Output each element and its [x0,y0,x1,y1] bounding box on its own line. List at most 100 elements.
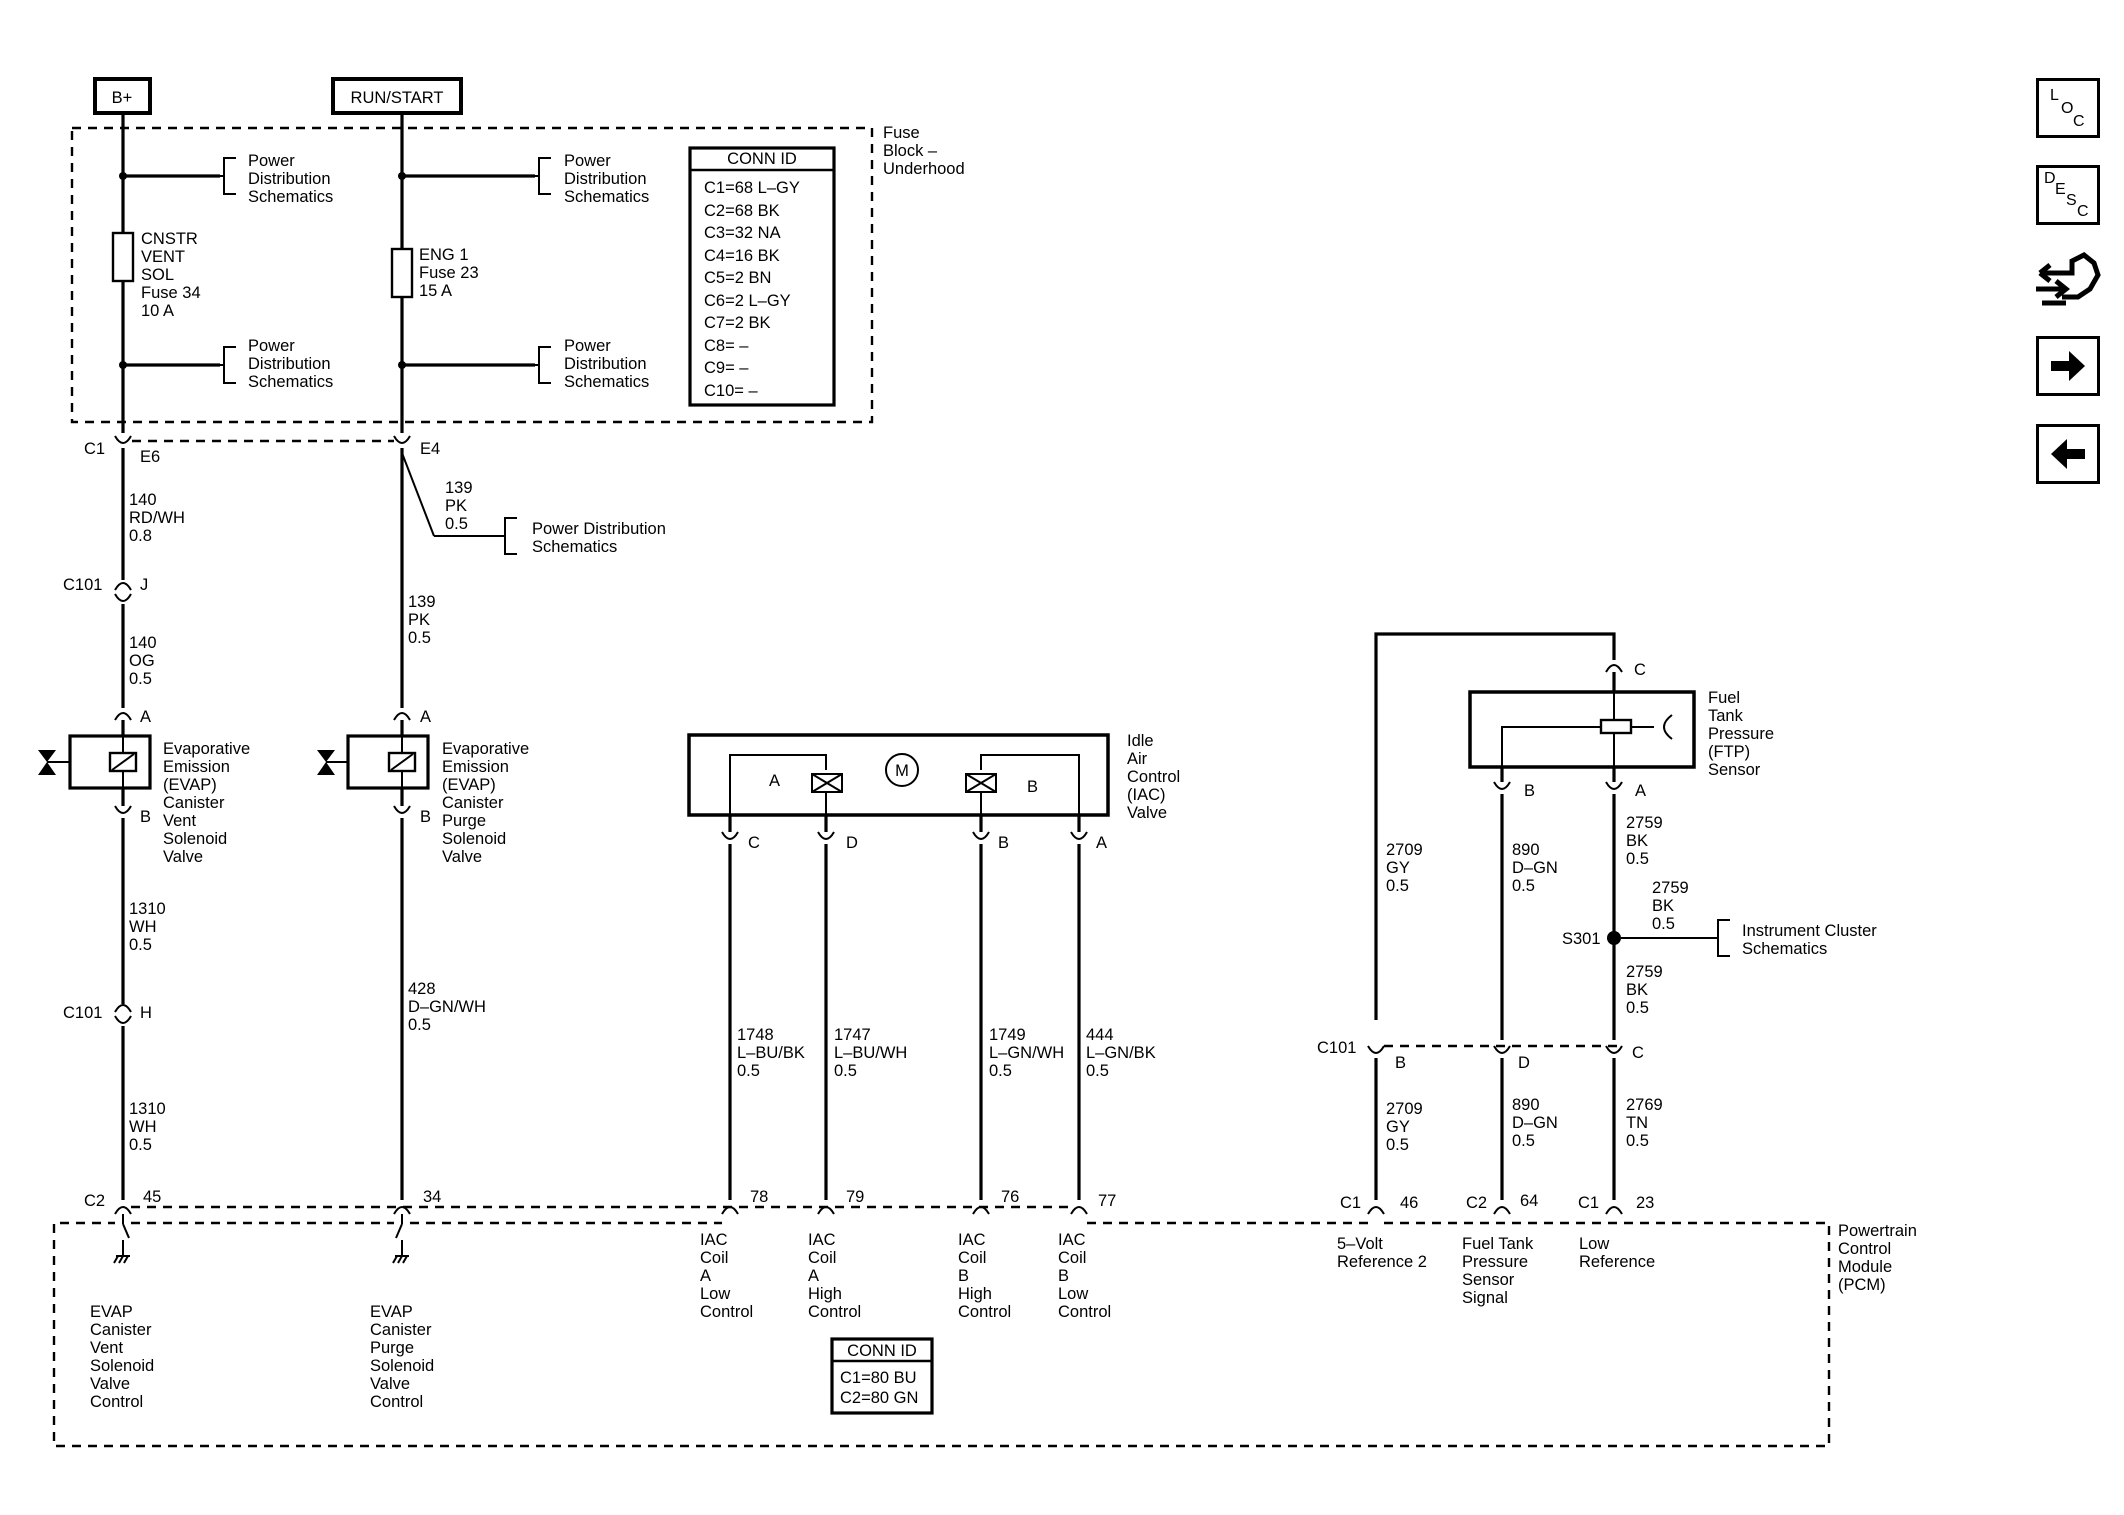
svg-text:444: 444 [1086,1026,1114,1044]
e6-label: E6 [140,448,160,466]
svg-text:L–BU/BK: L–BU/BK [737,1044,805,1062]
svg-text:0.5: 0.5 [129,1136,152,1154]
svg-text:Module: Module [1838,1258,1892,1276]
svg-text:C2=80 GN: C2=80 GN [840,1389,918,1407]
pcm-5v-reference: 5–Volt Reference 2 [1337,1235,1427,1271]
svg-text:CONN ID: CONN ID [727,150,797,168]
svg-text:L–BU/WH: L–BU/WH [834,1044,907,1062]
svg-text:Control: Control [370,1393,423,1411]
s301-label: S301 [1562,930,1601,948]
svg-text:Coil: Coil [700,1249,728,1267]
vent-solenoid-valve [38,734,152,790]
svg-text:Fuel Tank: Fuel Tank [1462,1235,1534,1253]
svg-text:OG: OG [129,652,155,670]
svg-text:RD/WH: RD/WH [129,509,185,527]
svg-text:Pressure: Pressure [1462,1253,1528,1271]
svg-text:(PCM): (PCM) [1838,1276,1886,1294]
purge-driver-switch [392,1214,409,1264]
svg-text:1310: 1310 [129,900,166,918]
wire-140-og: 140 OG 0.5 [129,634,157,688]
pcm-iac-b-low: IAC Coil B Low Control [1058,1231,1111,1321]
conn-id-table-bottom: CONN ID C1=80 BU C2=80 GN [830,1337,934,1415]
svg-text:IAC: IAC [1058,1231,1086,1249]
svg-text:Control: Control [1127,768,1180,786]
pcm-pin-77: 77 [1098,1192,1116,1210]
back-page-button[interactable] [2036,424,2100,484]
svg-text:PK: PK [408,611,430,629]
svg-text:Coil: Coil [958,1249,986,1267]
svg-text:Solenoid: Solenoid [442,830,506,848]
svg-text:IAC: IAC [700,1231,728,1249]
wire-139: 139 PK 0.5 [408,593,436,647]
svg-text:WH: WH [129,1118,157,1136]
svg-text:Distribution: Distribution [248,355,331,373]
desc-button[interactable]: D E S C [2036,165,2100,225]
svg-text:Evaporative: Evaporative [442,740,529,758]
pds-ref-4: Power Distribution Schematics [564,337,649,391]
svg-text:0.5: 0.5 [1386,877,1409,895]
wire-428: 428 D–GN/WH 0.5 [408,980,486,1034]
bplus-source: B+ [93,77,152,115]
svg-text:Pressure: Pressure [1708,725,1774,743]
svg-text:High: High [958,1285,992,1303]
svg-text:C2=68 BK: C2=68 BK [704,202,780,220]
svg-text:Reference: Reference [1579,1253,1655,1271]
svg-text:Fuse: Fuse [883,124,920,142]
svg-text:GY: GY [1386,859,1410,877]
svg-text:1747: 1747 [834,1026,871,1044]
loc-button[interactable]: L O C [2036,78,2100,138]
svg-text:Underhood: Underhood [883,160,965,178]
iac-pin-b: B [998,834,1009,852]
svg-text:Air: Air [1127,750,1148,768]
svg-text:Schematics: Schematics [1742,940,1827,958]
svg-text:C3=32 NA: C3=32 NA [704,224,781,242]
wire-890-b: 890 D–GN 0.5 [1512,1096,1558,1150]
svg-text:140: 140 [129,491,157,509]
ftp-pin-c: C [1634,661,1646,679]
h-label: H [140,1004,152,1022]
pds-ref-3: Power Distribution Schematics [248,337,333,391]
c1-label: C1 [84,440,105,458]
svg-text:Tank: Tank [1708,707,1744,725]
svg-text:Control: Control [1838,1240,1891,1258]
iac-valve-label: Idle Air Control (IAC) Valve [1127,732,1180,822]
svg-text:2709: 2709 [1386,1100,1423,1118]
pcm-iac-a-high: IAC Coil A High Control [808,1231,861,1321]
pcm-low-reference: Low Reference [1579,1235,1655,1271]
svg-text:Sensor: Sensor [1708,761,1761,779]
svg-text:C7=2 BK: C7=2 BK [704,314,771,332]
desc-letter-s: S [2066,192,2077,209]
svg-text:C8= –: C8= – [704,337,749,355]
svg-text:Coil: Coil [1058,1249,1086,1267]
pcm-pin-64: 64 [1520,1192,1538,1210]
svg-text:2759: 2759 [1626,963,1663,981]
svg-text:0.5: 0.5 [408,629,431,647]
svg-text:Schematics: Schematics [564,188,649,206]
purge-pin-b: B [420,808,431,826]
harness-view-button[interactable] [2032,245,2104,315]
svg-text:EVAP: EVAP [370,1303,413,1321]
svg-text:0.5: 0.5 [1626,1132,1649,1150]
ftp-pin-a: A [1635,782,1646,800]
svg-text:C9= –: C9= – [704,359,749,377]
e4-label: E4 [420,440,440,458]
svg-text:0.5: 0.5 [737,1062,760,1080]
svg-text:Reference 2: Reference 2 [1337,1253,1427,1271]
pcm-pin-45: 45 [143,1188,161,1206]
svg-text:Purge: Purge [370,1339,414,1357]
fuse-23-label: ENG 1 Fuse 23 15 A [419,246,479,300]
svg-text:Solenoid: Solenoid [163,830,227,848]
wire-444: 444 L–GN/BK 0.5 [1086,1026,1156,1080]
fuse-34 [111,231,135,283]
bplus-label: B+ [112,89,133,107]
wire-1747: 1747 L–BU/WH 0.5 [834,1026,907,1080]
svg-text:0.5: 0.5 [1086,1062,1109,1080]
wire-1310-a: 1310 WH 0.5 [129,900,166,954]
svg-text:1310: 1310 [129,1100,166,1118]
svg-text:0.5: 0.5 [1626,850,1649,868]
svg-text:D–GN/WH: D–GN/WH [408,998,486,1016]
next-page-button[interactable] [2036,336,2100,396]
iac-pin-c: C [748,834,760,852]
svg-text:139: 139 [445,479,473,497]
svg-text:0.5: 0.5 [408,1016,431,1034]
